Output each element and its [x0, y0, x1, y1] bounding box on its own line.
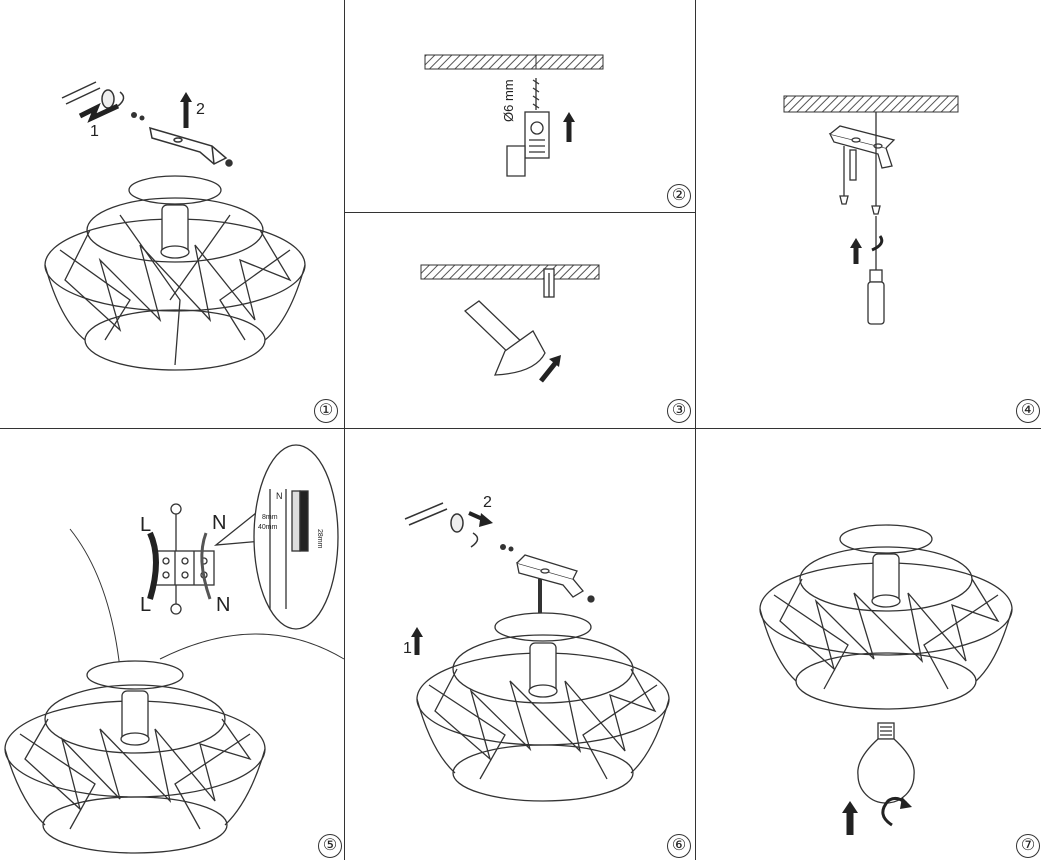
step-1-drawing: 1 2 [44, 81, 306, 371]
step-4-drawing [783, 95, 959, 325]
mounting-bracket-icon [149, 126, 233, 167]
drill-size-label: Ø6 mm [501, 79, 516, 122]
step-5-panel: L L N N N L 8mm 40mm 28mm [0, 429, 345, 860]
divider-horizontal-step2-3 [344, 212, 695, 213]
step-3-number: ③ [667, 399, 691, 423]
neutral-label-bottom: N [216, 594, 230, 616]
step-1-label-2: 2 [196, 101, 205, 118]
lamp-cage-icon [759, 524, 1013, 710]
step-7-panel: ⑦ [696, 429, 1041, 860]
step-6-panel: 2 1 ⑥ [345, 429, 695, 860]
mounting-bracket-icon [516, 554, 595, 603]
sheath-label: 28mm [316, 529, 323, 549]
step-2-number: ② [667, 184, 691, 208]
hammer-icon [463, 300, 546, 376]
wire-label-l: L [303, 491, 308, 501]
step-4-number: ④ [1016, 399, 1040, 423]
step-7-number: ⑦ [1016, 834, 1040, 858]
cable-icon [61, 81, 125, 109]
mounting-bracket-icon [828, 125, 896, 169]
ceiling-icon [420, 264, 600, 280]
step-6-label-2: 2 [483, 494, 492, 511]
cable-icon [404, 502, 479, 548]
terminal-block-icon [155, 503, 215, 615]
step-3-drawing [420, 264, 600, 383]
step-1-number: ① [314, 399, 338, 423]
arrow-diagonal-icon [539, 359, 559, 383]
ceiling-icon [424, 54, 604, 70]
wire-label-n: N [276, 491, 283, 501]
divider-vertical-right [695, 0, 696, 860]
divider-vertical-left [344, 0, 345, 860]
wall-plug-icon [543, 268, 555, 298]
step-6-label-1: 1 [403, 640, 412, 657]
neutral-label-top: N [212, 512, 226, 534]
light-bulb-icon [857, 722, 915, 804]
step-2-panel: Ø6 mm ② [345, 0, 695, 212]
lamp-cage-icon [416, 612, 670, 802]
live-label-bottom: L [140, 594, 151, 616]
step-5-number: ⑤ [318, 834, 342, 858]
step-1-label-1: 1 [90, 123, 99, 140]
drill-icon [506, 78, 550, 177]
ceiling-icon [783, 95, 959, 113]
rotate-icon [881, 796, 907, 827]
step-1-panel: 1 2 [0, 0, 344, 428]
step-2-drawing: Ø6 mm [424, 54, 604, 177]
rotate-icon [871, 235, 884, 252]
divider-horizontal-middle [0, 428, 1041, 429]
step-6-number: ⑥ [667, 834, 691, 858]
strip-short-label: 8mm [262, 514, 278, 521]
step-5-drawing: L L N N N L 8mm 40mm 28mm [4, 444, 345, 854]
arrow-left-icon [78, 102, 120, 123]
screw-icon [839, 112, 881, 215]
lamp-cage-icon [44, 175, 306, 371]
step-6-drawing: 2 1 [403, 494, 670, 802]
step-4-panel: ④ [696, 0, 1041, 428]
screwdriver-icon [867, 216, 885, 325]
wire-detail-bubble [213, 444, 339, 630]
step-3-panel: ③ [345, 213, 695, 428]
live-label-top: L [140, 514, 151, 536]
step-7-drawing [759, 524, 1013, 835]
lamp-cage-icon [4, 660, 266, 854]
strip-long-label: 40mm [258, 524, 278, 531]
